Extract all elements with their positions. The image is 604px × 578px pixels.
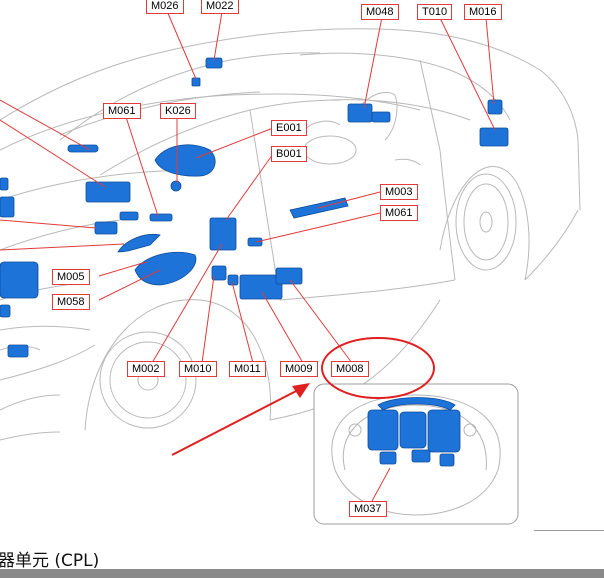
label-m010: M010 xyxy=(179,361,217,377)
label-e001: E001 xyxy=(271,120,307,136)
label-m026: M026 xyxy=(146,0,184,14)
label-m037: M037 xyxy=(349,501,387,517)
label-m008: M008 xyxy=(331,361,369,377)
label-m003: M003 xyxy=(380,184,418,200)
label-m061-door: M061 xyxy=(380,205,418,221)
label-k026: K026 xyxy=(160,103,196,119)
label-m058: M058 xyxy=(52,294,90,310)
label-m009: M009 xyxy=(280,361,318,377)
label-m061-front: M061 xyxy=(103,103,141,119)
label-m002: M002 xyxy=(127,361,165,377)
section-caption: 器单元 (CPL) xyxy=(0,551,100,571)
label-m011: M011 xyxy=(229,361,266,377)
label-b001: B001 xyxy=(271,146,307,162)
label-m016: M016 xyxy=(464,4,502,20)
label-m005: M005 xyxy=(52,269,90,285)
label-t010: T010 xyxy=(417,4,453,20)
divider xyxy=(534,530,604,531)
label-m022: M022 xyxy=(201,0,239,14)
bottom-bar xyxy=(0,569,604,578)
label-m048: M048 xyxy=(361,4,399,20)
